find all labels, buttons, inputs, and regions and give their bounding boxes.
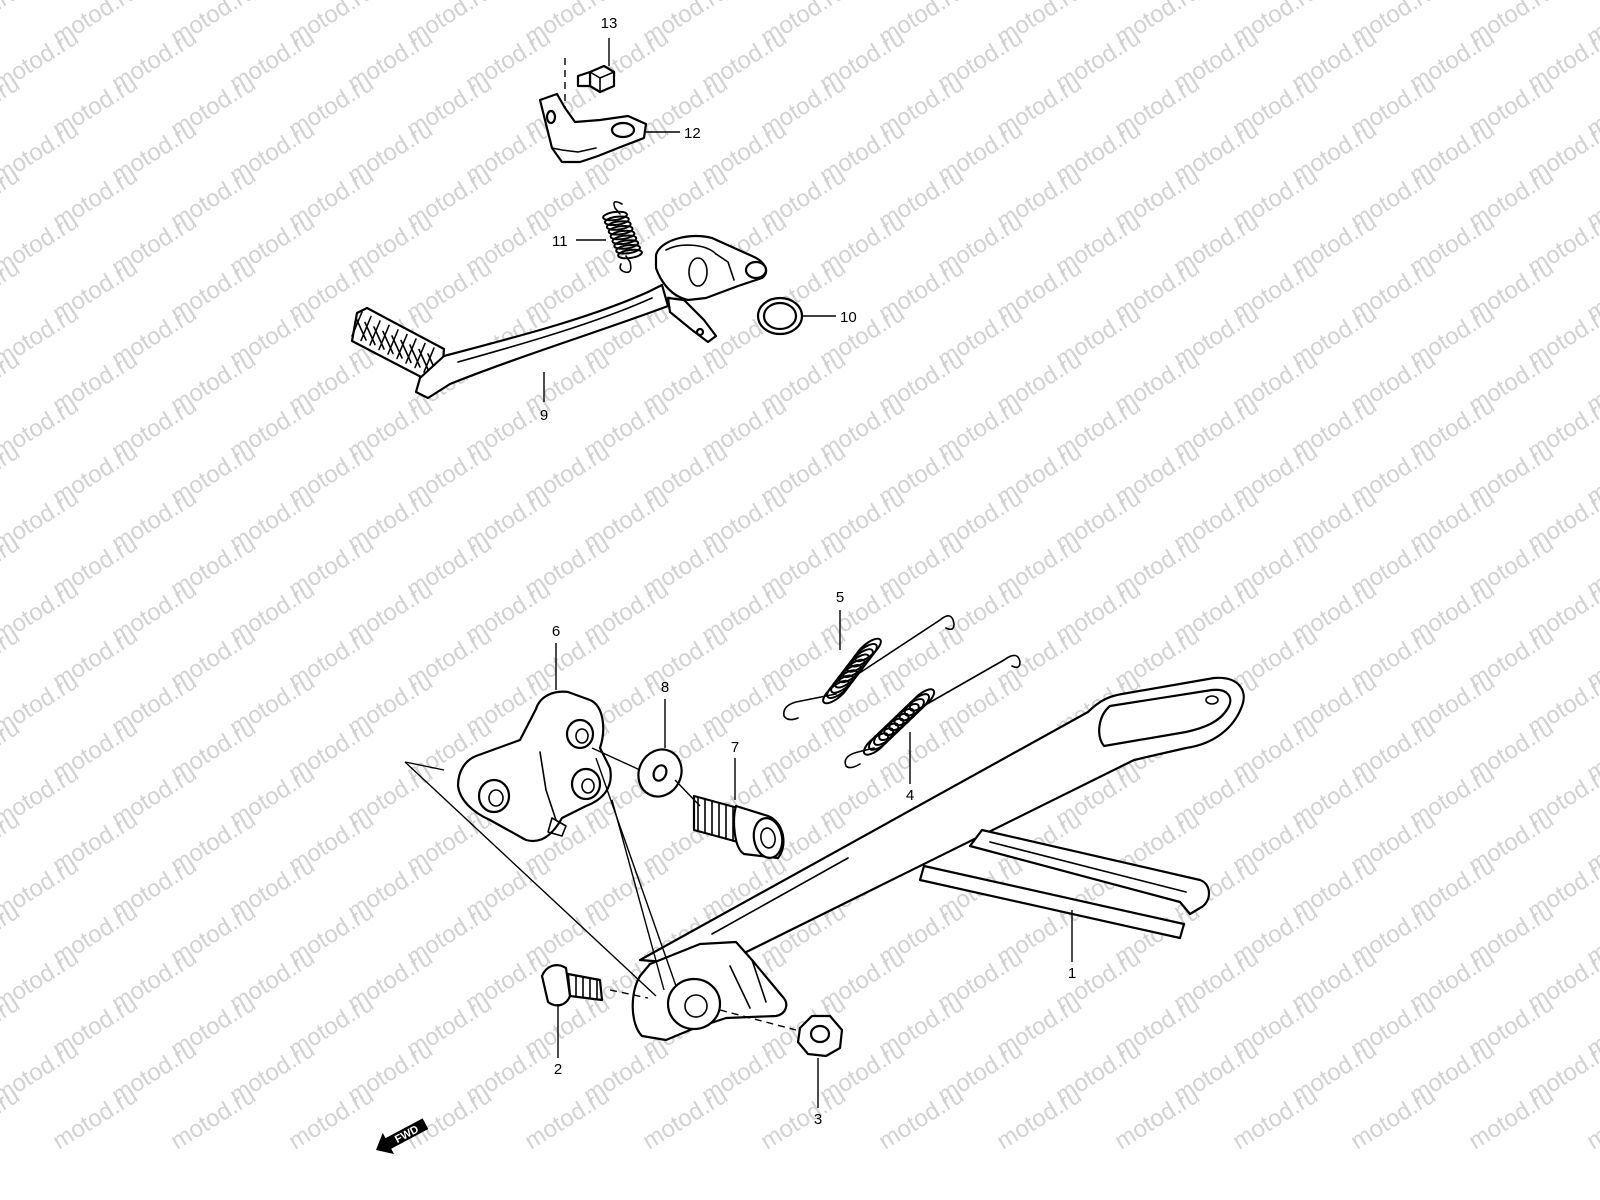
svg-text:motod.ru: motod.ru (992, 1082, 1087, 1155)
callout-8: 8 (661, 679, 669, 696)
part-5-spring (782, 615, 955, 721)
part-13-bolt (564, 58, 616, 118)
svg-text:motod.ru: motod.ru (166, 1082, 261, 1155)
part-10-washer (756, 296, 804, 336)
svg-text:motod.ru: motod.ru (1110, 1082, 1205, 1155)
svg-text:motod.ru: motod.ru (1582, 1082, 1600, 1155)
part-11-spring (602, 200, 643, 274)
svg-text:motod.ru: motod.ru (1464, 1082, 1559, 1155)
svg-text:motod.ru: motod.ru (756, 1082, 851, 1155)
svg-text:motod.ru: motod.ru (402, 1082, 497, 1155)
part-4-spring (844, 654, 1021, 769)
callout-9: 9 (540, 407, 548, 424)
part-12-bracket (538, 92, 648, 164)
callout-11: 11 (552, 233, 568, 250)
callout-1: 1 (1068, 965, 1076, 982)
callout-labels: 13 12 11 10 9 6 5 8 7 4 1 2 3 (540, 15, 1076, 1128)
svg-text:motod.ru: motod.ru (0, 0, 25, 51)
part-7-bolt (692, 794, 785, 860)
assembly-guide-lines (404, 747, 701, 997)
svg-text:motod.ru: motod.ru (520, 1082, 615, 1155)
svg-text:motod.ru: motod.ru (638, 1082, 733, 1155)
svg-text:motod.ru: motod.ru (284, 1082, 379, 1155)
svg-text:motod.ru: motod.ru (1228, 1082, 1323, 1155)
svg-text:motod.ru: motod.ru (48, 1082, 143, 1155)
callout-3: 3 (814, 1111, 822, 1128)
callout-12: 12 (684, 125, 701, 142)
callout-leaders (543, 38, 1073, 1108)
part-1-side-stand (631, 676, 1245, 1042)
callout-7: 7 (731, 739, 739, 756)
callout-4: 4 (906, 787, 914, 804)
callout-6: 6 (552, 623, 560, 640)
part-2-pivot-bolt (540, 964, 649, 1007)
svg-text:motod.ru: motod.ru (874, 1082, 969, 1155)
callout-5: 5 (836, 589, 844, 606)
part-3-nut (719, 1009, 844, 1058)
watermark-layer: motod.ru motod.ru motod.ru motod.ru motod.ru… (0, 0, 1600, 1155)
callout-2: 2 (554, 1061, 562, 1078)
svg-text:motod.ru: motod.ru (1346, 1082, 1441, 1155)
part-6-bracket (456, 690, 612, 843)
callout-10: 10 (840, 309, 857, 326)
part-9-brake-pedal (350, 234, 768, 400)
part-8-washer (637, 748, 683, 798)
callout-13: 13 (601, 15, 618, 32)
